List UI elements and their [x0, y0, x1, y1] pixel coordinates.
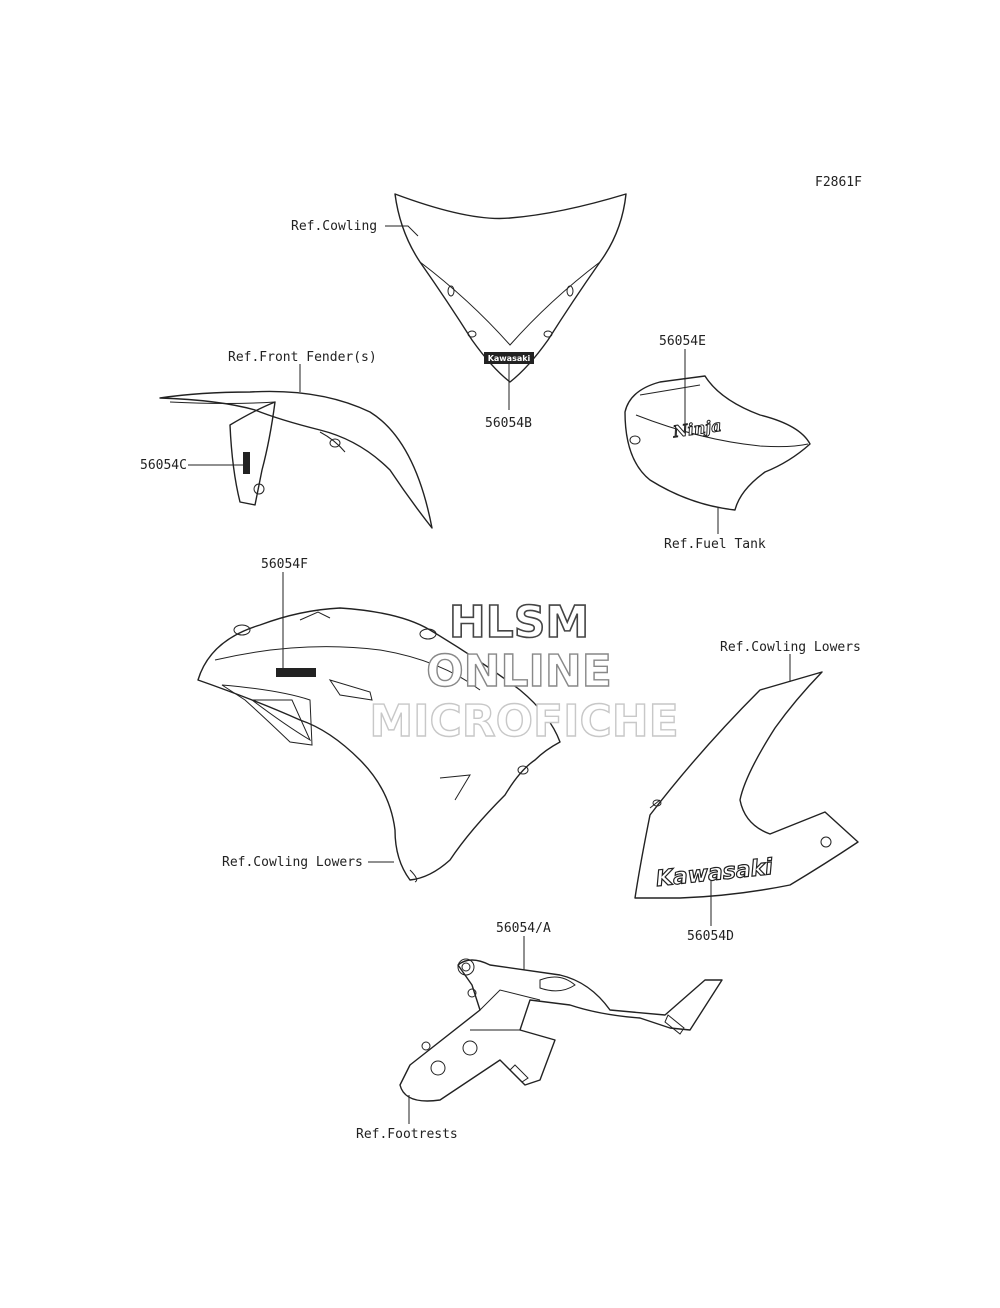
label-ref-cowling: Ref.Cowling: [291, 219, 377, 234]
tank-decal-text: Ninja: [671, 416, 723, 442]
label-ref-cowling-lowers-right: Ref.Cowling Lowers: [720, 640, 861, 655]
front-fender-part: [159, 390, 433, 529]
watermark: HLSM ONLINE MICROFICHE: [369, 596, 680, 748]
side-cowling-part: [197, 607, 561, 883]
fuel-tank-part: Ninja: [624, 375, 811, 511]
label-ref-footrests: Ref.Footrests: [356, 1127, 458, 1142]
label-56054a: 56054/A: [496, 921, 551, 936]
label-56054f: 56054F: [261, 557, 308, 572]
lower-decal-text: Kawasaki: [655, 855, 775, 892]
watermark-line-1: HLSM: [449, 597, 589, 648]
windshield-decal: [484, 352, 534, 364]
label-ref-cowling-lowers-left: Ref.Cowling Lowers: [222, 855, 363, 870]
frame-bracket-part: [399, 958, 723, 1102]
windshield-decal-text: Kawasaki: [488, 354, 531, 363]
diagram-code: F2861F: [815, 175, 862, 190]
label-56054b: 56054B: [485, 416, 532, 431]
label-ref-fuel-tank: Ref.Fuel Tank: [664, 537, 766, 552]
windshield-part: Kawasaki: [394, 193, 627, 383]
label-56054c: 56054C: [140, 458, 187, 473]
label-56054e: 56054E: [659, 334, 706, 349]
label-ref-front-fender: Ref.Front Fender(s): [228, 350, 377, 365]
watermark-line-3: MICROFICHE: [369, 696, 678, 747]
watermark-line-2: ONLINE: [426, 646, 612, 697]
label-56054d: 56054D: [687, 929, 734, 944]
cowling-decal: [276, 668, 316, 677]
fender-decal: [243, 452, 250, 474]
